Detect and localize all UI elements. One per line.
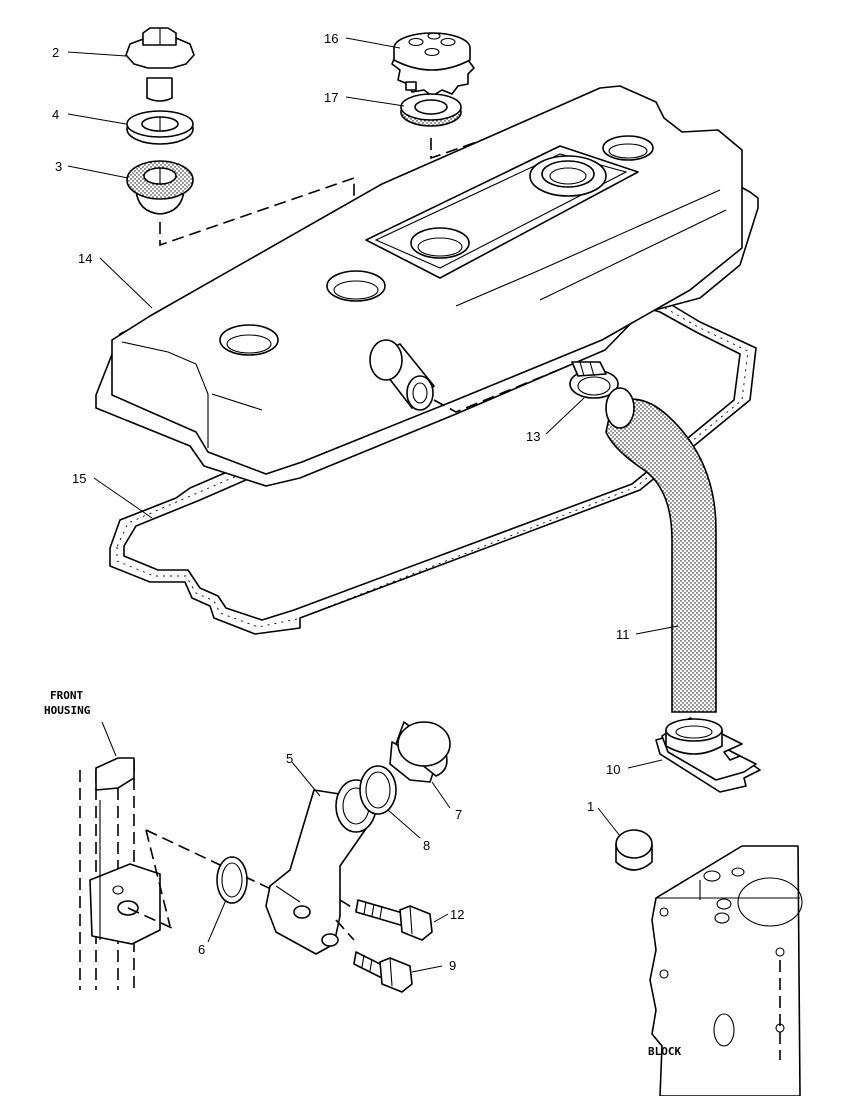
part-7-cap [389,721,451,783]
component-labels: FRONT HOUSING BLOCK [44,689,681,1058]
part-2-cap-nut [125,27,195,102]
part-8-o-ring [359,765,397,815]
part-1-plug [615,829,653,871]
callout-12: 12 [450,907,464,922]
callout-11: 11 [616,627,630,642]
part-16-filler-cap [391,32,475,97]
part-12-bolt [355,899,433,941]
callout-14: 14 [78,251,92,266]
assembly-line-bolts [335,899,357,941]
callout-4: 4 [52,107,59,122]
assembly-line-breather [433,365,569,413]
part-6-o-ring [216,856,248,904]
callout-17: 17 [324,90,338,105]
part-5-outlet-elbow [265,779,379,955]
callout-15: 15 [72,471,86,486]
engine-block [649,845,803,1096]
callout-1: 1 [587,799,594,814]
leader-lines [67,37,679,973]
label-housing: HOUSING [44,704,91,717]
callout-labels: 2 4 3 14 15 16 17 13 11 10 1 5 7 8 6 12 … [52,31,630,973]
part-13-hose-clamp [569,361,619,399]
front-housing [79,757,161,990]
part-14-valve-cover [95,85,759,487]
label-front: FRONT [50,689,83,702]
callout-7: 7 [455,807,462,822]
assembly-line-outlet [127,829,291,929]
part-11-hose [605,387,717,713]
part-4-washer [126,110,194,145]
callout-10: 10 [606,762,620,777]
label-block: BLOCK [648,1045,681,1058]
callout-13: 13 [526,429,540,444]
callout-6: 6 [198,942,205,957]
part-3-grommet [126,160,194,215]
part-9-bolt [353,951,413,993]
callout-8: 8 [423,838,430,853]
callout-9: 9 [449,958,456,973]
callout-3: 3 [55,159,62,174]
part-17-seal [400,93,462,127]
callout-5: 5 [286,751,293,766]
part-10-flange-plate [655,717,761,793]
callout-16: 16 [324,31,338,46]
callout-2: 2 [52,45,59,60]
